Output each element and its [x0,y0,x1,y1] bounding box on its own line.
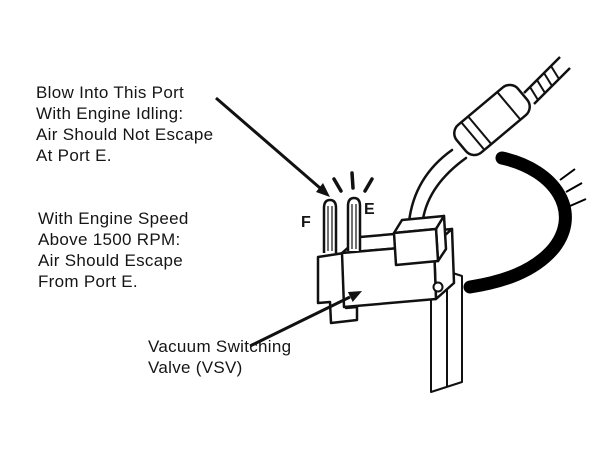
port-e-tube [346,196,362,251]
arrow-head-vsv [347,291,362,302]
note-blow-port-line-2: With Engine Idling: [36,104,184,123]
port-label-e: E [364,201,375,218]
wire-top [523,56,571,105]
arrow-line-blow-port [215,96,321,190]
thick-hose [463,151,572,294]
wire-hatching [529,65,560,101]
arrow-line-vsv [249,295,351,348]
note-blow-port: Blow Into This Port With Engine Idling: … [36,82,213,166]
port-inner-lines [327,204,357,251]
note-engine-speed-line-1: With Engine Speed [38,209,189,228]
ports [322,196,362,253]
label-vsv: Vacuum Switching Valve (VSV) [148,336,291,378]
air-emphasis-marks [332,171,374,193]
note-engine-speed-line-2: Above 1500 RPM: [38,230,181,249]
valve-boss [392,214,448,267]
note-blow-port-line-4: At Port E. [36,146,112,165]
thick-hose-hatching [559,168,587,207]
label-vsv-line-1: Vacuum Switching [148,337,292,356]
port-f-tube [322,198,338,253]
port-label-f: F [301,214,311,231]
hose-upper [407,148,468,224]
note-blow-port-line-1: Blow Into This Port [36,83,185,102]
note-engine-speed: With Engine Speed Above 1500 RPM: Air Sh… [38,208,189,292]
arrow-head-blow-port [316,183,330,197]
plate-hole [432,281,444,293]
hose-connector-icon [453,83,531,157]
note-blow-port-line-3: Air Should Not Escape [36,125,214,144]
note-engine-speed-line-4: From Port E. [38,272,138,291]
label-vsv-line-2: Valve (VSV) [148,358,243,377]
annotation-arrows [215,96,362,348]
note-engine-speed-line-3: Air Should Escape [38,251,183,270]
